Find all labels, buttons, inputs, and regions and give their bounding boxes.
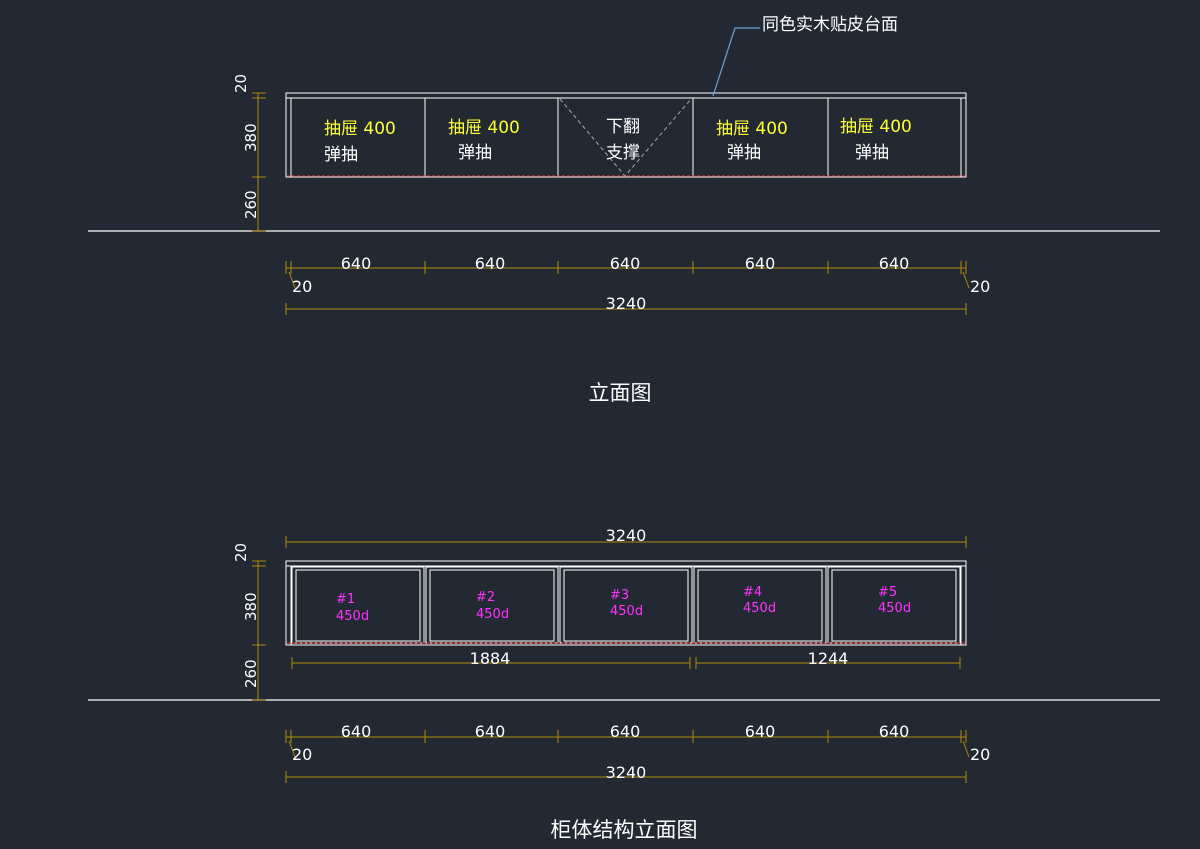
structure-side-dim-left: 20 (292, 745, 312, 764)
side-dim-left: 20 (292, 277, 312, 296)
view-title-structure: 柜体结构立面图 (551, 818, 698, 842)
structure-body (285, 565, 967, 646)
view-title-elevation: 立面图 (589, 381, 652, 405)
cell2-label: 抽屉 400 (448, 118, 520, 138)
segment-dim-ticks (291, 657, 961, 669)
box2-id: #2 (476, 590, 495, 605)
vdim-260: 260 (242, 190, 260, 219)
structure-width-dim-1: 640 (341, 722, 372, 741)
width-dim-4: 640 (745, 254, 776, 273)
width-dim-5: 640 (879, 254, 910, 273)
structure-width-dim-3: 640 (610, 722, 641, 741)
width-dim-1: 640 (341, 254, 372, 273)
box3-id: #3 (610, 588, 629, 603)
elevation-view: 抽屉 400 弹抽 抽屉 400 弹抽 下翻 支撑 抽屉 400 弹抽 抽屉 4… (88, 15, 1160, 405)
box5-depth: 450d (878, 601, 911, 616)
width-dim-ticks (285, 261, 970, 289)
structure-top-total: 3240 (606, 526, 647, 545)
box4-id: #4 (743, 585, 762, 600)
cabinet-body (285, 97, 967, 178)
width-dim-2: 640 (475, 254, 506, 273)
structure-view: 3240 #1 450d #2 450d #3 450d #4 (88, 526, 1160, 842)
box1-depth: 450d (336, 609, 369, 624)
box5-id: #5 (878, 585, 897, 600)
vdim-380: 380 (242, 123, 260, 152)
total-dim: 3240 (606, 294, 647, 313)
structure-width-dim-ticks (285, 730, 970, 758)
cell1-label: 抽屉 400 (324, 119, 396, 139)
cell2-sublabel: 弹抽 (458, 143, 492, 163)
leader-line (712, 27, 760, 97)
structure-vdim-260: 260 (242, 659, 260, 688)
side-dim-right: 20 (970, 277, 990, 296)
cell3-sublabel: 支撑 (606, 143, 640, 163)
box1-id: #1 (336, 592, 355, 607)
structure-side-dim-right: 20 (970, 745, 990, 764)
carcass-boxes (291, 566, 961, 644)
box2-depth: 450d (476, 607, 509, 622)
structure-vdim-380: 380 (242, 592, 260, 621)
segment-dim-2: 1244 (808, 649, 849, 668)
segment-dim-1: 1884 (470, 649, 511, 668)
box4-depth: 450d (743, 601, 776, 616)
leader-note: 同色实木贴皮台面 (762, 15, 898, 35)
cell4-sublabel: 弹抽 (727, 143, 761, 163)
structure-width-dim-5: 640 (879, 722, 910, 741)
structure-total-dim: 3240 (606, 763, 647, 782)
cell5-label: 抽屉 400 (840, 117, 912, 137)
cell5-sublabel: 弹抽 (855, 143, 889, 163)
structure-width-dim-2: 640 (475, 722, 506, 741)
vdim-20: 20 (232, 74, 250, 93)
cell3-label: 下翻 (606, 117, 640, 137)
structure-vdim-20: 20 (232, 543, 250, 562)
box3-depth: 450d (610, 604, 643, 619)
structure-width-dim-4: 640 (745, 722, 776, 741)
cell1-sublabel: 弹抽 (324, 145, 358, 165)
cell4-label: 抽屉 400 (716, 119, 788, 139)
width-dim-3: 640 (610, 254, 641, 273)
